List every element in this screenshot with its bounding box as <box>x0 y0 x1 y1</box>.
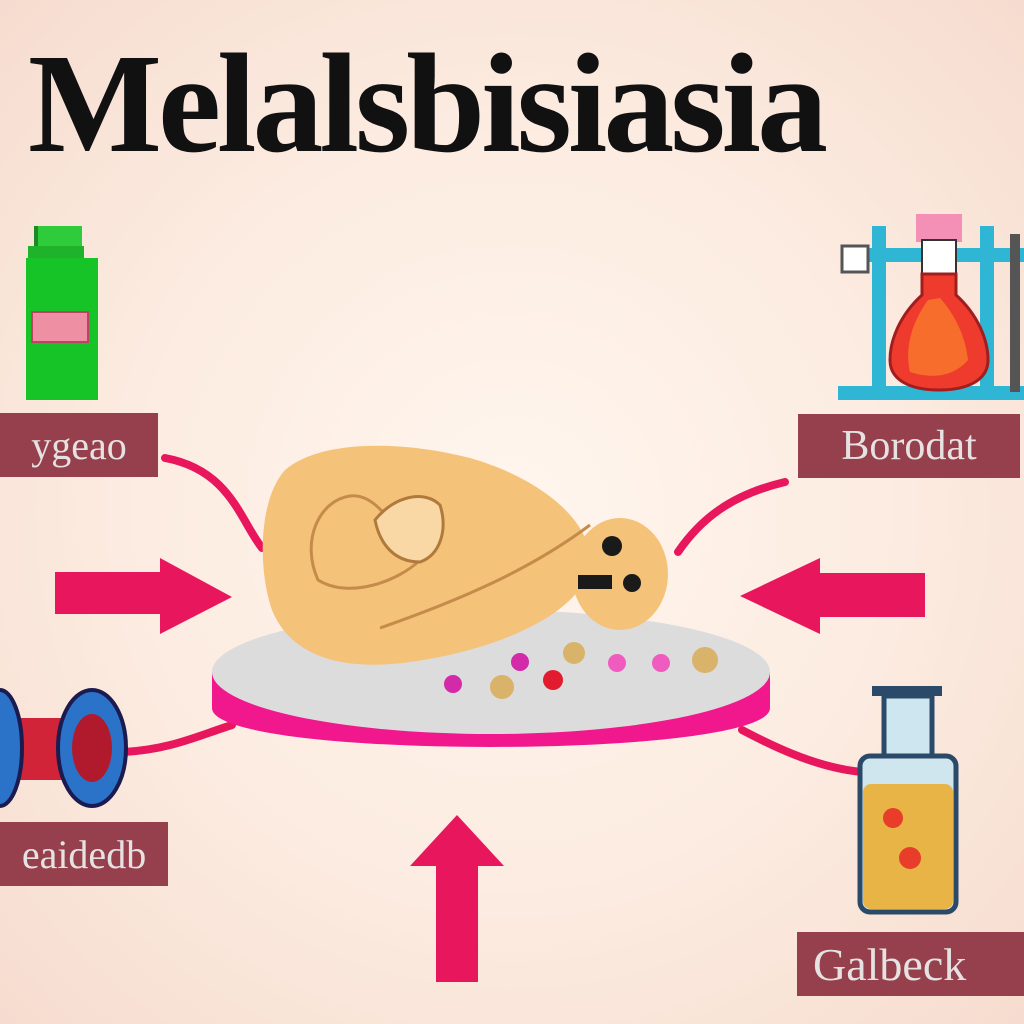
connector-top-right <box>674 478 789 556</box>
label-bottom-right: Galbeck <box>797 932 1024 996</box>
liver-organ-icon <box>262 445 668 665</box>
arrow-left <box>55 558 232 634</box>
dumbbell-icon <box>0 688 128 808</box>
flask-on-stand-icon <box>838 214 1024 400</box>
arrow-up <box>410 815 504 982</box>
label-top-right: Borodat <box>798 414 1020 478</box>
diagram-title: Melalsbisiasia <box>28 24 828 182</box>
arrow-right <box>740 558 925 634</box>
liquid-bottle-icon <box>857 686 959 915</box>
label-bottom-left: eaidedb <box>0 822 168 886</box>
label-top-left: ygeao <box>0 413 158 477</box>
connector-lines <box>118 454 866 776</box>
connector-bottom-right <box>738 726 866 776</box>
connector-bottom-left <box>118 721 236 756</box>
connector-top-left <box>161 454 266 552</box>
green-bottle-icon <box>26 226 98 400</box>
